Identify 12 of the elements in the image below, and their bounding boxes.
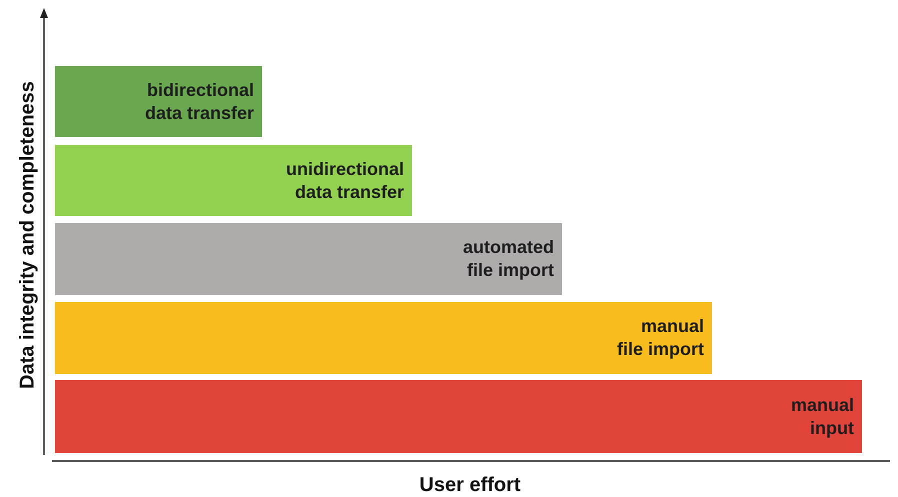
x-axis-label: User effort (419, 474, 521, 497)
effort-band (55, 223, 562, 295)
band-label: unidirectional data transfer (284, 158, 404, 204)
effort-band (55, 66, 262, 137)
effort-band (55, 380, 862, 453)
effort-band (55, 302, 712, 374)
effort-band (55, 145, 412, 216)
band-label: manual input (790, 394, 854, 440)
band-label: bidirectional data transfer (144, 78, 254, 124)
y-axis-label: Data integrity and completeness (16, 81, 40, 389)
band-label: manual file import (616, 315, 704, 361)
band-label: automated file import (462, 236, 554, 282)
